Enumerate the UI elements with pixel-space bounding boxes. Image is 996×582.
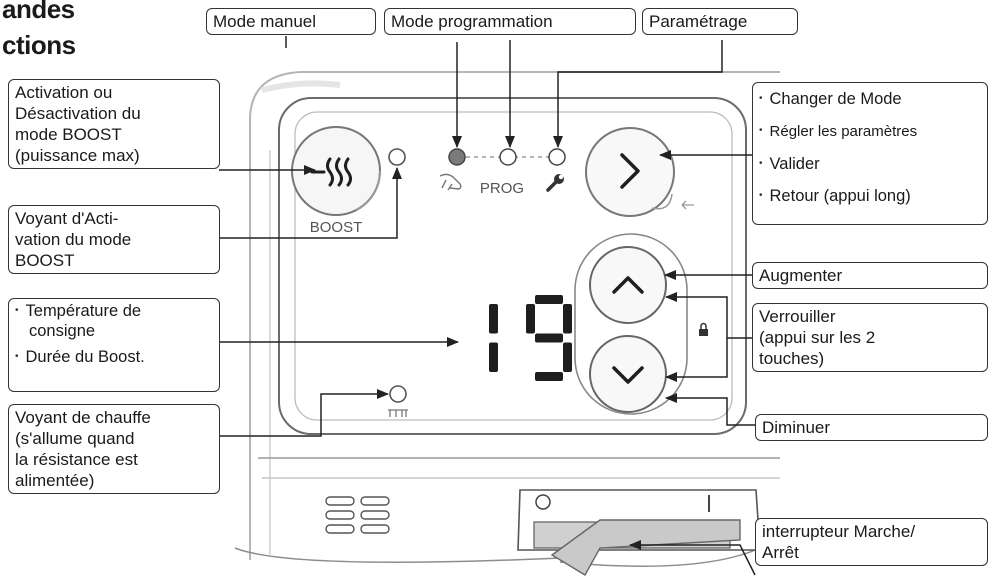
lock-icon: [699, 322, 708, 336]
label-boost-activation: Activation ou Désactivation du mode BOOS…: [8, 79, 220, 169]
power-off-symbol: [535, 494, 551, 510]
segment-a: [535, 295, 563, 304]
bullet-temperature: Température de: [15, 301, 213, 321]
label-increase: Augmenter: [752, 262, 988, 289]
vents: [325, 496, 390, 534]
hand-icon: [439, 173, 462, 191]
heating-led: [389, 385, 407, 403]
manual-mode-led: [448, 148, 466, 166]
segment-b: [489, 304, 498, 334]
bullet-validate: Valider: [759, 154, 981, 174]
resistor-icon: [388, 409, 408, 417]
return-icon: [681, 200, 694, 210]
segment-f: [526, 304, 535, 334]
label-settings: Paramétrage: [642, 8, 798, 35]
heating-indicator: [388, 385, 408, 417]
boost-indicator-led: [388, 148, 406, 166]
chevron-right-icon: [620, 153, 640, 189]
chevron-up-icon: [612, 276, 644, 294]
settings-led: [548, 148, 566, 166]
label-heating-indicator: Voyant de chauffe (s'allume quand la rés…: [8, 404, 220, 494]
label-power-switch: interrupteur Marche/ Arrêt: [755, 518, 988, 566]
device-housing: [234, 71, 780, 567]
segment-c: [563, 342, 572, 372]
down-button[interactable]: [589, 335, 667, 413]
heading-line-2: ctions: [2, 30, 76, 60]
label-decrease: Diminuer: [755, 414, 988, 441]
prog-mode-led: [499, 148, 517, 166]
prog-text: PROG: [480, 180, 524, 197]
label-lock: Verrouiller (appui sur les 2 touches): [752, 303, 988, 372]
heading-line-1: andes: [2, 0, 75, 24]
connector-lines: [219, 36, 756, 576]
bullet-temperature-cont: consigne: [29, 322, 96, 340]
next-button[interactable]: [585, 127, 694, 217]
segment-c: [489, 342, 498, 372]
bullet-change-mode: Changer de Mode: [759, 89, 981, 109]
up-button[interactable]: [589, 246, 667, 324]
segment-d: [535, 372, 563, 381]
temperature-display: [489, 295, 572, 381]
bullet-return: Retour (appui long): [759, 186, 981, 206]
power-switch[interactable]: [517, 489, 761, 576]
label-prog-mode: Mode programmation: [384, 8, 636, 35]
wrench-icon: [546, 174, 564, 192]
label-mode-actions: Changer de Mode Régler les paramètres Va…: [752, 82, 988, 225]
chevron-down-icon: [612, 366, 644, 384]
bullet-boost-duration: Durée du Boost.: [15, 347, 213, 367]
label-temperature-group: Température de consigne Durée du Boost.: [8, 298, 220, 392]
updown-pill: [574, 233, 688, 415]
label-manual-mode: Mode manuel: [206, 8, 376, 35]
bullet-set-params: Régler les paramètres: [759, 121, 981, 142]
label-boost-indicator: Voyant d'Acti- vation du mode BOOST: [8, 205, 220, 274]
segment-b: [563, 304, 572, 334]
segment-g: [535, 333, 563, 343]
mode-leds: PROG: [439, 148, 566, 197]
boost-button-text: BOOST: [310, 219, 363, 236]
